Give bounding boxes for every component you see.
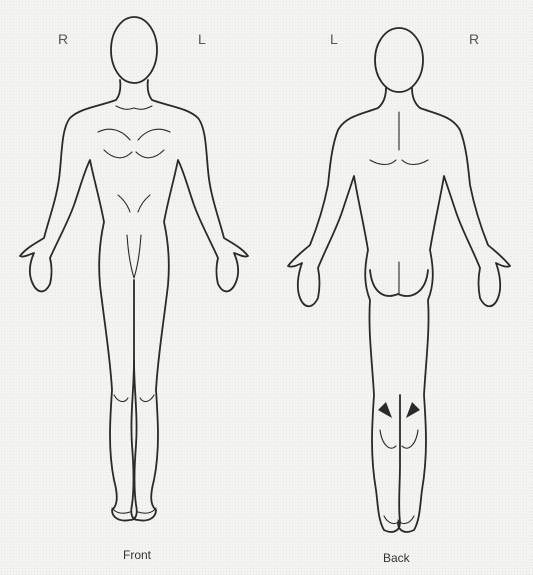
front-view-caption: Front	[123, 548, 151, 562]
back-body-outline-right	[398, 88, 510, 532]
front-body-figure	[20, 17, 248, 521]
front-body-outline-right	[131, 80, 248, 521]
back-head	[375, 28, 423, 92]
back-view-caption: Back	[383, 551, 410, 565]
front-head	[111, 17, 157, 83]
back-body-outline	[288, 88, 400, 532]
front-body-outline	[20, 80, 137, 521]
back-body-figure	[288, 28, 510, 532]
